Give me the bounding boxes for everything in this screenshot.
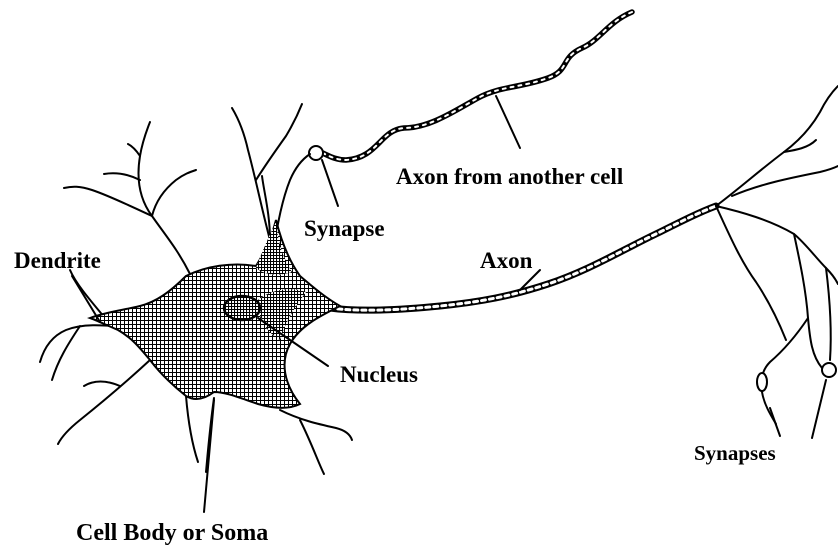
nucleus [224, 296, 260, 320]
synapse-terminal-left [757, 373, 767, 391]
label-synapses: Synapses [694, 441, 776, 465]
synapse-terminal-right [822, 363, 836, 377]
label-cell-body: Cell Body or Soma [76, 520, 268, 546]
label-nucleus: Nucleus [340, 362, 418, 387]
synapse-terminal [309, 146, 323, 160]
axon-terminals [716, 86, 838, 424]
label-synapse: Synapse [304, 216, 385, 241]
label-axon-from-another-cell: Axon from another cell [396, 164, 623, 189]
label-axon: Axon [480, 248, 533, 273]
incoming-axon [320, 12, 632, 160]
label-dendrite: Dendrite [14, 248, 101, 273]
